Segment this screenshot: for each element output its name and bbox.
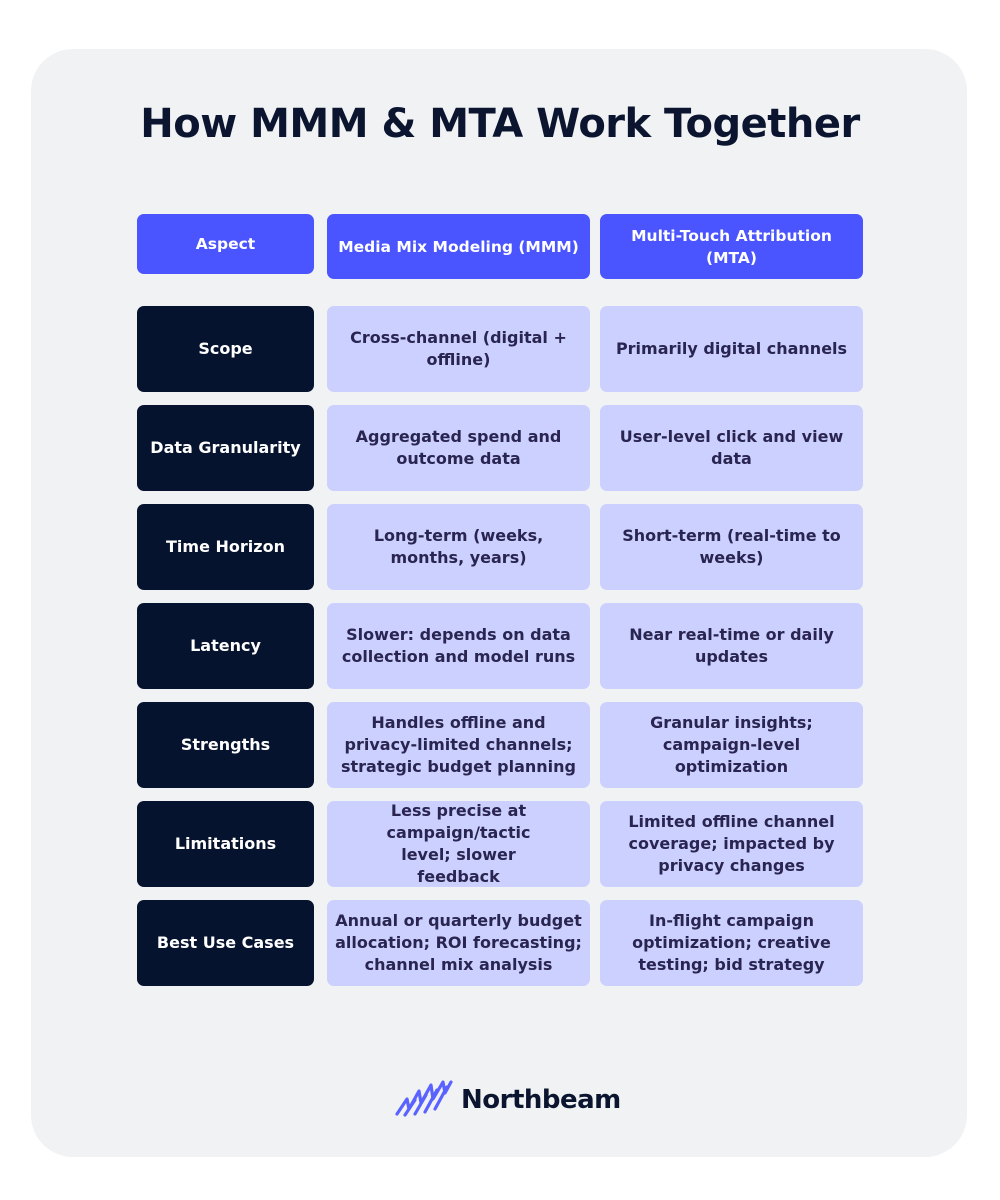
mta-cell-time-horizon: Short-term (real-time to weeks) <box>600 504 863 590</box>
mta-cell-data-granularity: User-level click and view data <box>600 405 863 491</box>
mmm-cell-scope: Cross-channel (digital + offline) <box>327 306 590 392</box>
mmm-cell-time-horizon: Long-term (weeks, months, years) <box>327 504 590 590</box>
aspect-cell-time-horizon: Time Horizon <box>137 504 314 590</box>
aspect-cell-latency: Latency <box>137 603 314 689</box>
mmm-cell-strengths: Handles offline and privacy-limited chan… <box>327 702 590 788</box>
mta-cell-latency: Near real-time or daily updates <box>600 603 863 689</box>
page-title: How MMM & MTA Work Together <box>140 101 860 147</box>
mta-cell-best-use-cases: In-flight campaign optimization; creativ… <box>600 900 863 986</box>
aspect-cell-data-granularity: Data Granularity <box>137 405 314 491</box>
mmm-cell-data-granularity: Aggregated spend and outcome data <box>327 405 590 491</box>
northbeam-logo: Northbeam <box>395 1079 621 1122</box>
header-mmm: Media Mix Modeling (MMM) <box>327 214 590 279</box>
header-mta: Multi-Touch Attribution (MTA) <box>600 214 863 279</box>
aspect-cell-limitations: Limitations <box>137 801 314 887</box>
header-aspect: Aspect <box>137 214 314 274</box>
mta-cell-limitations: Limited offline channel coverage; impact… <box>600 801 863 887</box>
mta-cell-strengths: Granular insights; campaign-level optimi… <box>600 702 863 788</box>
aspect-cell-strengths: Strengths <box>137 702 314 788</box>
mmm-cell-limitations: Less precise at campaign/tactic level; s… <box>327 801 590 887</box>
aspect-cell-scope: Scope <box>137 306 314 392</box>
logo-wordmark: Northbeam <box>461 1085 621 1115</box>
mmm-cell-latency: Slower: depends on data collection and m… <box>327 603 590 689</box>
aspect-cell-best-use-cases: Best Use Cases <box>137 900 314 986</box>
northbeam-logo-icon <box>395 1079 453 1122</box>
mmm-cell-best-use-cases: Annual or quarterly budget allocation; R… <box>327 900 590 986</box>
mta-cell-scope: Primarily digital channels <box>600 306 863 392</box>
